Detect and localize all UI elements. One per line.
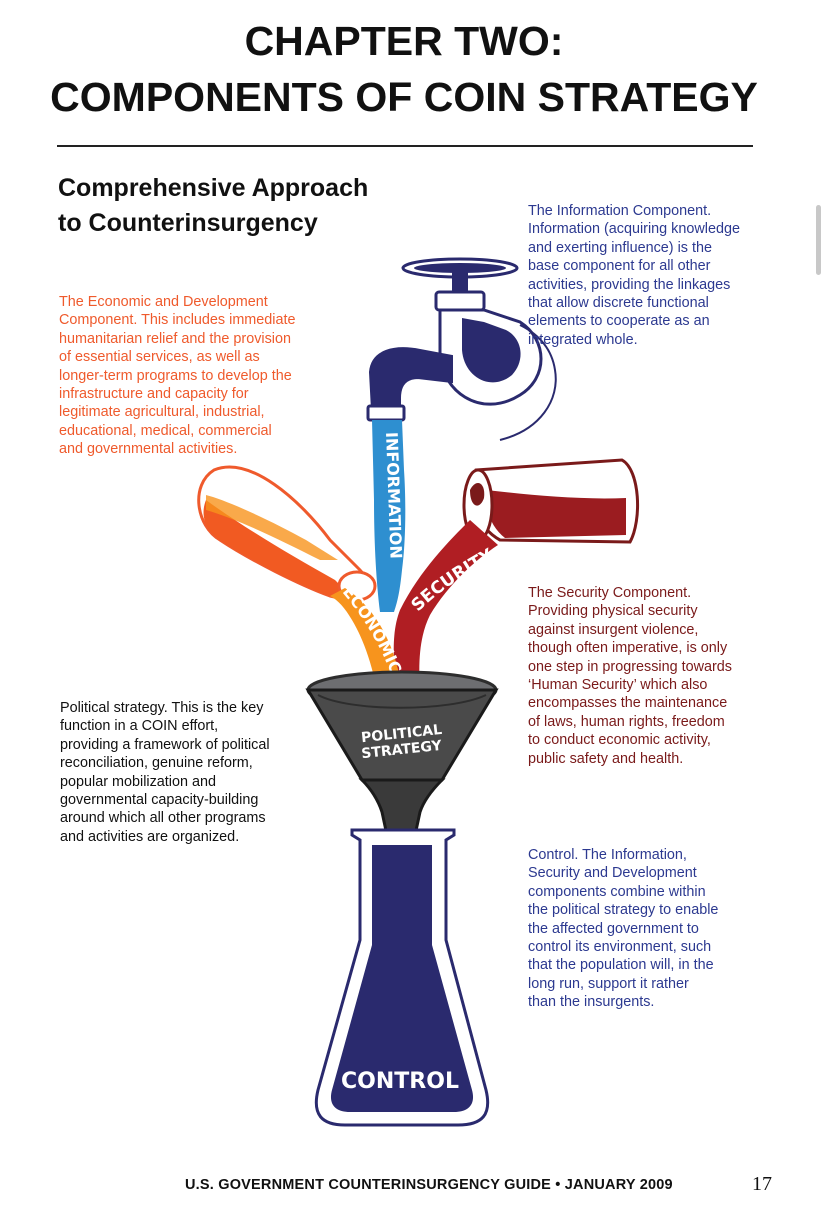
control-description: Control. The Information, Security and D… bbox=[528, 847, 719, 1011]
chapter-title: CHAPTER TWO: bbox=[244, 18, 564, 64]
vertical-scrollbar[interactable] bbox=[816, 205, 821, 275]
security-beaker-icon bbox=[462, 458, 640, 544]
section-title-line1: Comprehensive Approach bbox=[58, 174, 369, 202]
security-description: The Security Component. Providing physic… bbox=[528, 585, 732, 767]
information-label: INFORMATION bbox=[382, 432, 406, 560]
control-flask-icon bbox=[314, 828, 490, 1127]
economic-beaker-icon bbox=[197, 465, 377, 602]
page-footer: U.S. GOVERNMENT COUNTERINSURGENCY GUIDE … bbox=[185, 1177, 673, 1193]
political-description: Political strategy. This is the key func… bbox=[60, 700, 270, 845]
page-number: 17 bbox=[752, 1173, 772, 1195]
control-label: CONTROL bbox=[341, 1069, 459, 1094]
funnel-icon bbox=[305, 670, 499, 842]
information-stream bbox=[372, 420, 406, 612]
security-stream bbox=[393, 520, 498, 690]
economic-description: The Economic and Development Component. … bbox=[59, 294, 296, 458]
section-title-line2: to Counterinsurgency bbox=[58, 209, 318, 237]
title-divider bbox=[57, 145, 753, 147]
information-description: The Information Component. Information (… bbox=[528, 203, 740, 348]
chapter-subtitle: COMPONENTS OF COIN STRATEGY bbox=[50, 74, 758, 120]
faucet-icon bbox=[366, 257, 557, 441]
